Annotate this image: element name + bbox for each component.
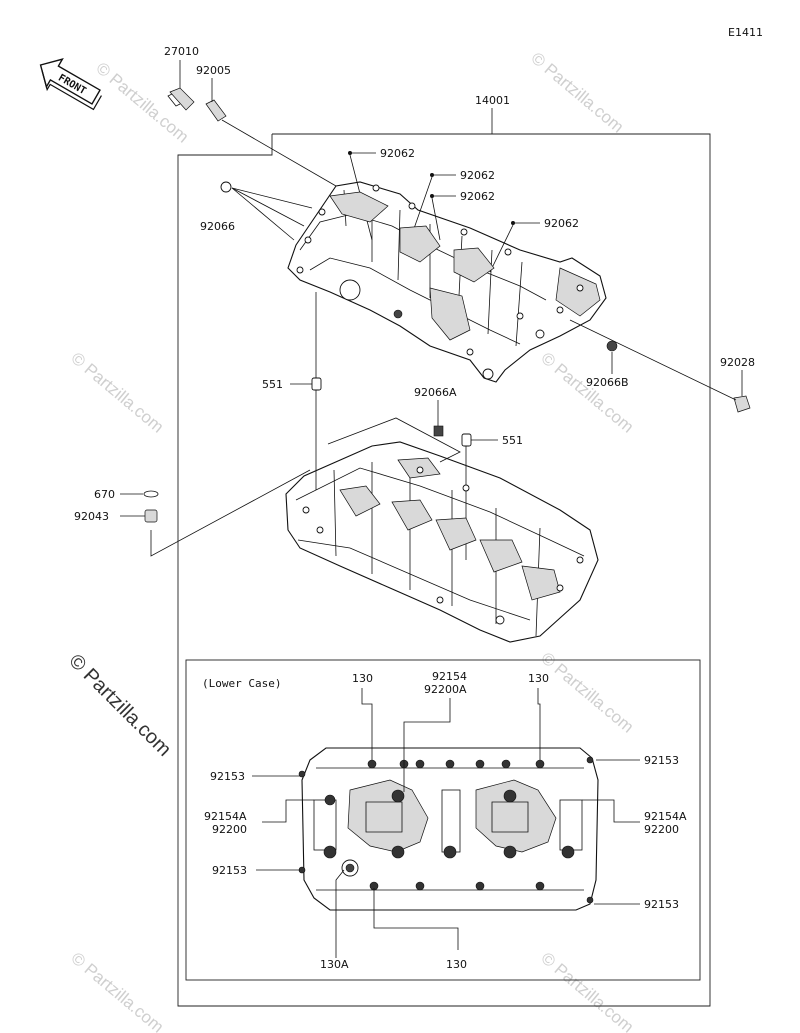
part-label-27010: 27010 <box>164 45 199 58</box>
part-92005-fitting <box>205 78 337 187</box>
lower-case-bottom-view <box>298 747 599 911</box>
part-label-92062: 92062 <box>460 169 495 182</box>
part-label-551: 551 <box>262 378 283 391</box>
part-label-92028: 92028 <box>720 356 755 369</box>
part-label-92066A: 92066A <box>414 386 457 399</box>
part-551-dowel-left <box>290 292 322 490</box>
part-label-92153: 92153 <box>210 770 245 783</box>
part-label-92043: 92043 <box>74 510 109 523</box>
watermark-text: © Partzilla.com <box>92 59 192 147</box>
watermark-text: © Partzilla.com <box>537 349 637 437</box>
part-label-14001: 14001 <box>475 94 510 107</box>
part-label-92200A: 92200A <box>424 683 467 696</box>
watermark-text: © Partzilla.com <box>527 49 627 137</box>
assembly-frame-14001 <box>177 108 711 1007</box>
part-label-130: 130 <box>528 672 549 685</box>
part-label-92062: 92062 <box>380 147 415 160</box>
part-label-92005: 92005 <box>196 64 231 77</box>
diagram-code: E1411 <box>728 26 763 39</box>
part-label-92200: 92200 <box>644 823 679 836</box>
part-label-670: 670 <box>94 488 115 501</box>
part-92043-pin <box>120 469 311 557</box>
lower-case-inset-frame <box>185 659 701 981</box>
part-670-oring <box>120 490 159 498</box>
upper-crankcase <box>287 181 607 383</box>
part-label-92153: 92153 <box>644 898 679 911</box>
part-label-92066B: 92066B <box>586 376 629 389</box>
lower-case-label: (Lower Case) <box>202 677 281 690</box>
part-label-551: 551 <box>502 434 523 447</box>
lower-crankcase <box>285 441 599 643</box>
part-label-92200: 92200 <box>212 823 247 836</box>
watermark-text: © Partzilla.com <box>537 649 637 737</box>
part-label-92066: 92066 <box>200 220 235 233</box>
part-92028-cap <box>569 319 751 413</box>
part-27010-sensor <box>167 60 195 111</box>
part-92066B-plug <box>606 340 618 374</box>
part-label-92062: 92062 <box>544 217 579 230</box>
part-label-92154A: 92154A <box>204 810 247 823</box>
front-arrow-icon: FRONT <box>39 58 102 111</box>
part-92066A-plug <box>433 400 444 437</box>
part-label-92062: 92062 <box>460 190 495 203</box>
watermark-text: © Partzilla.com <box>537 949 637 1033</box>
part-label-130: 130 <box>446 958 467 971</box>
part-label-92154: 92154 <box>432 670 467 683</box>
part-label-92154A: 92154A <box>644 810 687 823</box>
part-label-130A: 130A <box>320 958 349 971</box>
watermark-text: © Partzilla.com <box>67 349 167 437</box>
part-label-130: 130 <box>352 672 373 685</box>
part-92066-plug <box>220 181 313 241</box>
watermark-main: © Partzilla.com <box>64 650 175 761</box>
watermark-text: © Partzilla.com <box>67 949 167 1033</box>
part-label-92153: 92153 <box>212 864 247 877</box>
part-label-92153: 92153 <box>644 754 679 767</box>
